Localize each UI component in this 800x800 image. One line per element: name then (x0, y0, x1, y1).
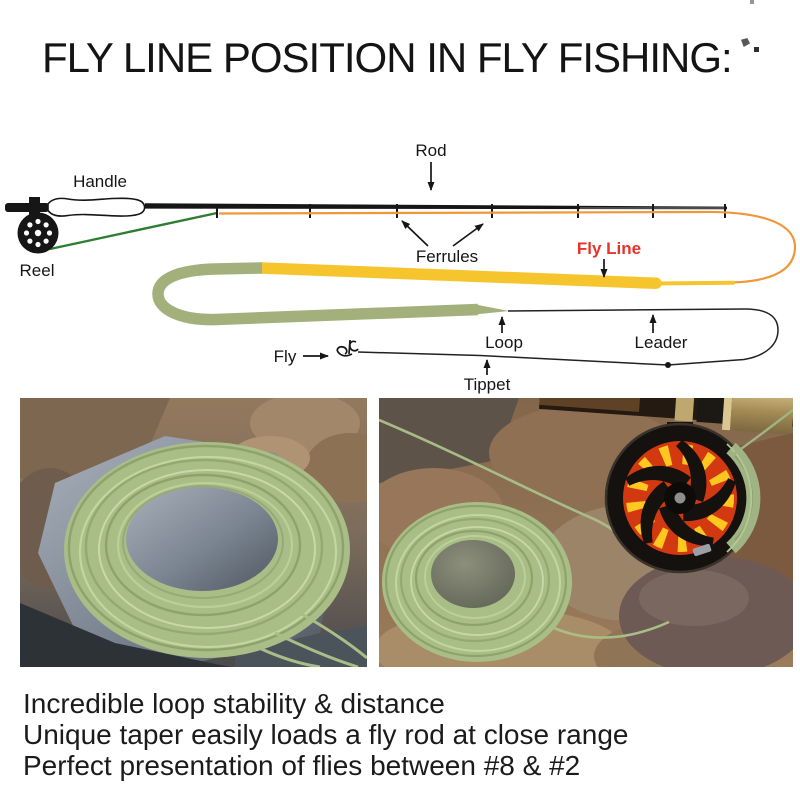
leader-tippet-knot (665, 362, 671, 368)
reel-seat (29, 197, 40, 215)
print-speck (750, 0, 754, 4)
label-ferrules: Ferrules (416, 247, 478, 266)
rod-handle-grip (47, 197, 146, 217)
arrow-to-ferrule-2 (452, 223, 484, 247)
print-speck (741, 38, 750, 47)
label-tippet: Tippet (464, 375, 511, 394)
fly-line-diagram: Rod Handle Reel Ferrules Fly Line Loop L… (5, 141, 797, 394)
line-to-rod (730, 409, 793, 457)
rod-in-photo (538, 398, 793, 435)
label-handle: Handle (73, 172, 127, 191)
label-reel: Reel (20, 261, 55, 280)
page-title: FLY LINE POSITION IN FLY FISHING: (42, 34, 733, 81)
footer-line-3: Perfect presentation of flies between #8… (23, 750, 581, 781)
rod-butt (5, 203, 49, 212)
print-speck (754, 47, 759, 52)
running-line (218, 210, 797, 284)
fly-line-rear-loop (152, 262, 479, 326)
left-photo (20, 398, 367, 667)
right-photo-art (379, 398, 793, 667)
ferrule-ticks (216, 204, 726, 218)
fly-line-coil (64, 442, 367, 667)
fly-reel (604, 409, 793, 574)
backing-line (49, 211, 218, 251)
left-photo-art (20, 398, 367, 667)
footer-line-1: Incredible loop stability & distance (23, 688, 445, 719)
fly-line-front-taper (650, 280, 735, 286)
right-photo (379, 398, 793, 667)
label-leader: Leader (635, 333, 688, 352)
fly-line-rear-taper-tip (476, 304, 509, 315)
label-rod: Rod (415, 141, 446, 160)
fly-hook-glyph (336, 339, 359, 357)
label-loop: Loop (485, 333, 523, 352)
dark-rock (20, 603, 230, 667)
rock (379, 398, 519, 483)
fly-line-head (256, 262, 662, 290)
leader-tippet-line (357, 308, 779, 366)
boulder-highlight (639, 570, 749, 626)
label-fly: Fly (274, 347, 297, 366)
fly-line-coil (382, 502, 670, 662)
reel-drawing (17, 212, 59, 254)
arrow-to-ferrule-1 (401, 220, 429, 247)
label-fly-line: Fly Line (577, 239, 641, 258)
footer-text: Incredible loop stability & distance Uni… (23, 688, 628, 781)
footer-line-2: Unique taper easily loads a fly rod at c… (23, 719, 629, 750)
